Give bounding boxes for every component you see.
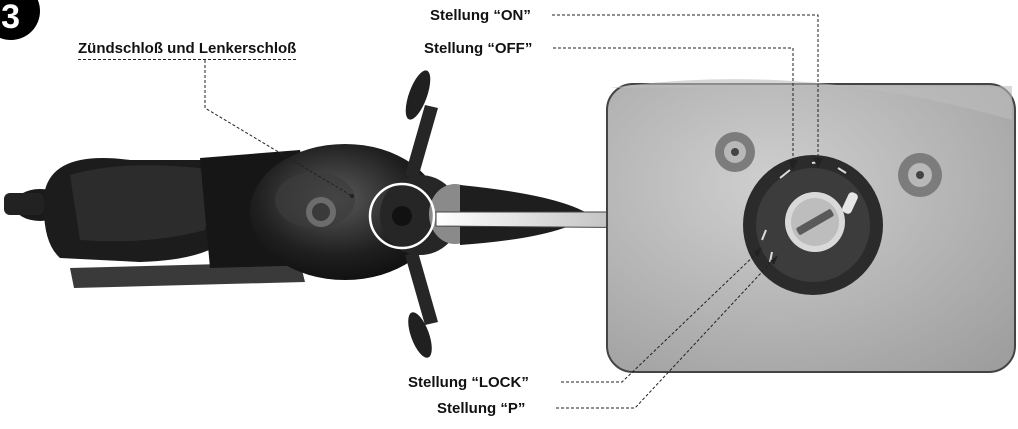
ignition-detail-panel — [607, 79, 1015, 372]
ignition-switch-label: Zündschloß und Lenkerschloß — [78, 40, 296, 60]
position-on-label: Stellung “ON” — [430, 7, 531, 25]
position-off-label: Stellung “OFF” — [424, 40, 532, 58]
position-p-label: Stellung “P” — [437, 400, 525, 418]
step-number: 3 — [1, 0, 20, 36]
position-lock-label: Stellung “LOCK” — [408, 374, 529, 392]
motorcycle-illustration — [4, 60, 590, 361]
